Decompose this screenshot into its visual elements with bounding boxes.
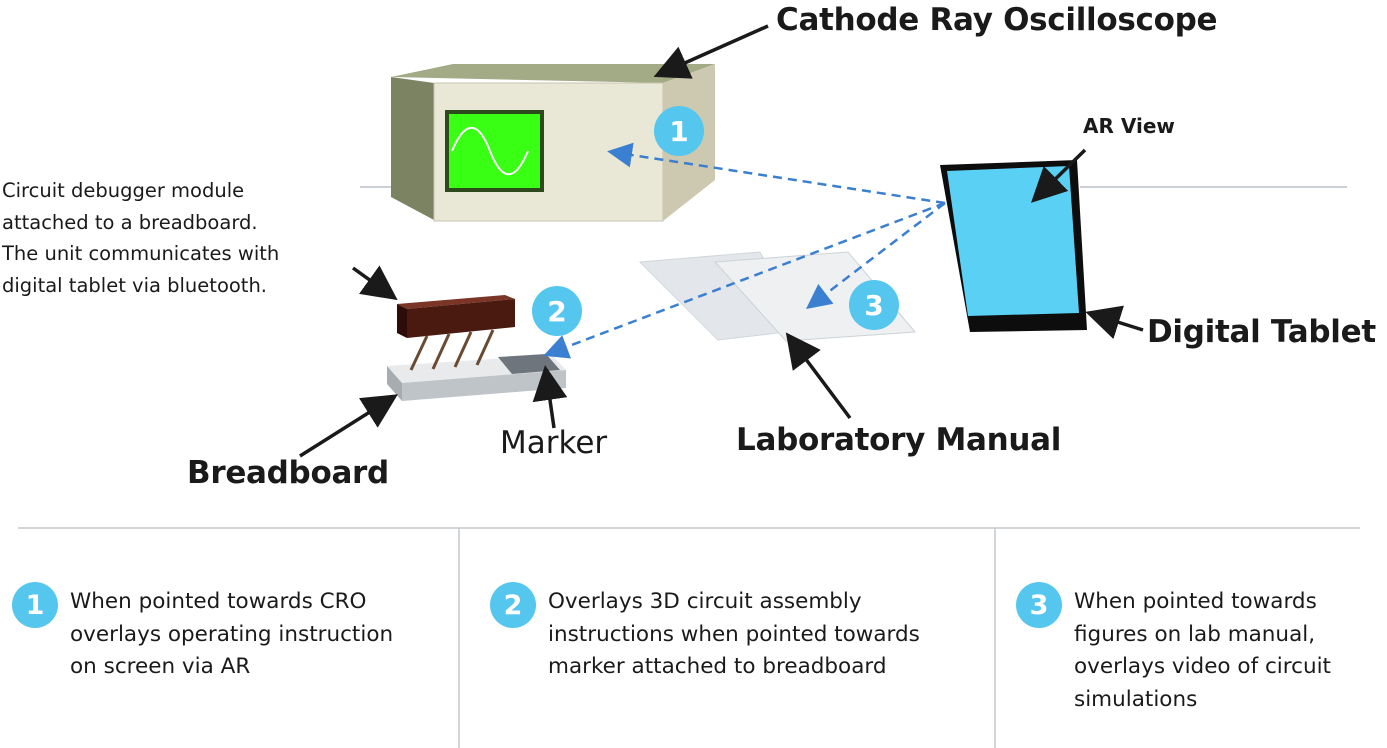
label-digital-tablet: Digital Tablet [1147,314,1376,350]
badge-2: 2 [532,286,582,336]
debugger-module [397,295,515,371]
legend-item-3: 3 When pointed towards figures on lab ma… [1016,580,1331,716]
description-line: The unit communicates with [2,242,280,265]
legend-1-line: overlays operating instruction [70,621,394,647]
legend-badge-2: 2 [490,582,536,628]
label-breadboard: Breadboard [187,455,389,491]
description-line: Circuit debugger module [2,179,245,202]
legend-2-line: marker attached to breadboard [548,654,887,679]
label-lab-manual: Laboratory Manual [736,422,1062,458]
legend-2-line: Overlays 3D circuit assembly [548,589,862,614]
badge-1: 1 [654,106,704,156]
badge-3: 3 [849,280,899,330]
legend-1-line: When pointed towards CRO [70,589,367,614]
legend-3-line: overlays video of circuit [1074,654,1331,679]
pointer-arrows [299,24,1144,458]
debugger-description: Circuit debugger module attached to a br… [2,175,279,301]
legend-3-line: When pointed towards [1074,589,1317,614]
legend-3-line: figures on lab manual, [1074,621,1316,647]
legend-2-line: instructions when pointed towards [548,621,920,647]
label-ar-view: AR View [1083,114,1175,138]
oscilloscope [391,64,715,222]
legend-item-2: 2 Overlays 3D circuit assembly instructi… [490,580,920,684]
legend-1-line: on screen via AR [70,654,251,679]
sine-wave [451,127,529,175]
description-line: attached to a breadboard. [2,210,258,234]
legend-badge-3: 3 [1016,582,1062,628]
digital-tablet [940,160,1087,332]
legend-3-line: simulations [1074,686,1198,712]
legend-badge-1: 1 [12,582,58,628]
label-marker: Marker [500,425,608,461]
label-oscilloscope: Cathode Ray Oscilloscope [776,2,1218,38]
cro-screen [445,110,544,192]
description-line: digital tablet via bluetooth. [2,273,268,297]
tablet-screen [947,166,1079,316]
ar-rays [543,142,946,359]
breadboard-assembly [387,295,566,401]
legend-item-1: 1 When pointed towards CRO overlays oper… [12,580,393,684]
